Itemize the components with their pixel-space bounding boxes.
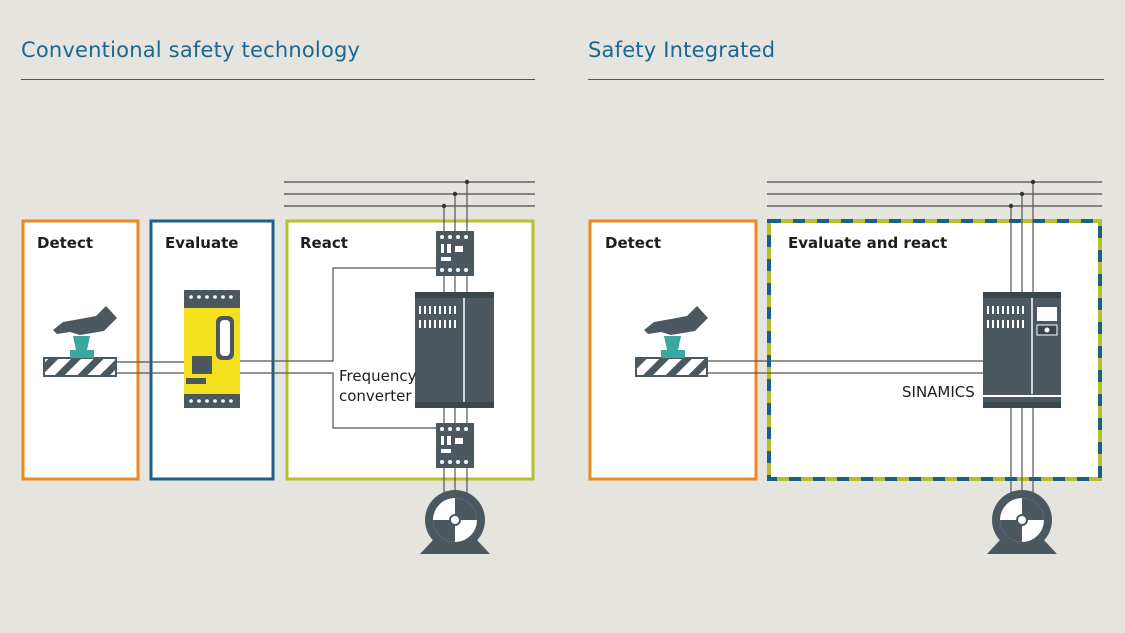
- evaluate-react-label: Evaluate and react: [788, 234, 947, 252]
- hand-pressing-emergency-stop-icon: [635, 306, 708, 377]
- left-signal-wires: [116, 182, 468, 500]
- motor-icon: [420, 490, 490, 554]
- converter-label-line1: Frequency: [339, 367, 417, 385]
- left-title-rule: [21, 79, 535, 80]
- react-box: [285, 219, 535, 481]
- safety-relay-icon: [184, 290, 240, 408]
- right-title-rule: [588, 79, 1104, 80]
- drive-label: SINAMICS: [902, 383, 975, 401]
- motor-icon: [987, 490, 1057, 554]
- right-signal-wires: [707, 182, 1034, 500]
- contactor-icon: [436, 231, 474, 276]
- hand-pressing-emergency-stop-icon: [43, 306, 117, 377]
- evaluate-label: Evaluate: [165, 234, 238, 252]
- right-power-lines: [767, 181, 1102, 207]
- evaluate-react-box-dash: [767, 219, 1102, 481]
- converter-label-line2: converter: [339, 387, 412, 405]
- detect-label-right: Detect: [605, 234, 661, 252]
- react-label: React: [300, 234, 348, 252]
- left-power-lines: [284, 181, 535, 207]
- converter-label-bg: [336, 364, 414, 408]
- contactor-icon: [436, 423, 474, 468]
- right-panel-title: Safety Integrated: [588, 38, 776, 62]
- detect-label-left: Detect: [37, 234, 93, 252]
- left-panel-title: Conventional safety technology: [21, 38, 361, 62]
- frequency-converter-icon: [415, 292, 494, 408]
- sinamics-drive-icon: [983, 292, 1061, 408]
